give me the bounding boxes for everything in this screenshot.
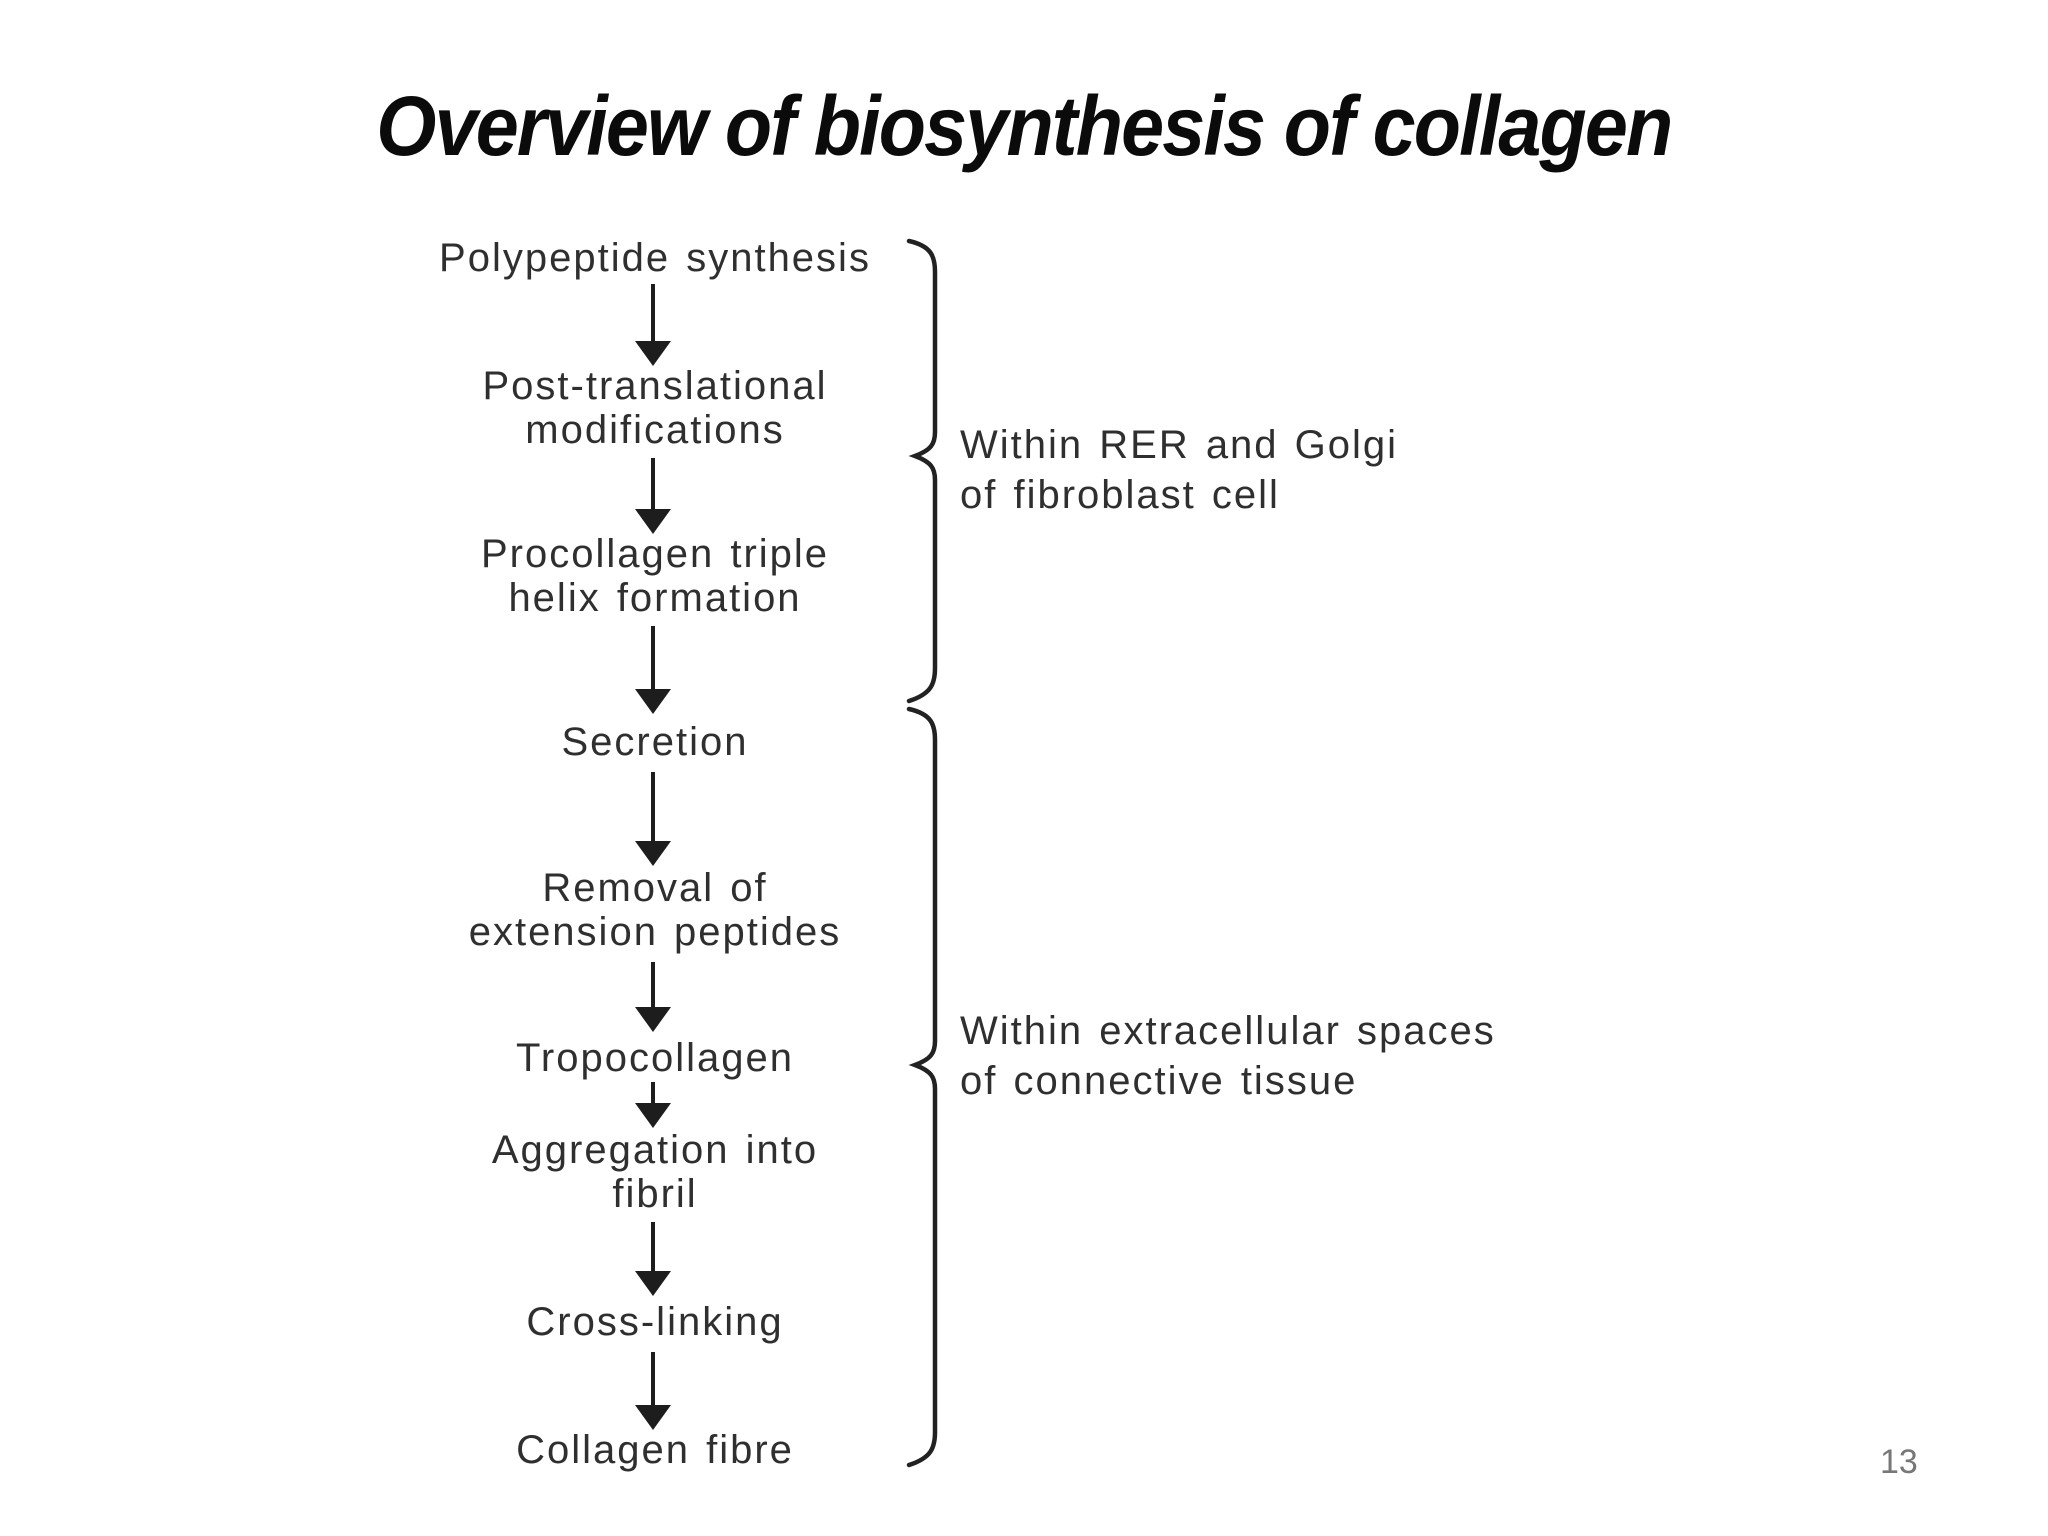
- step-label: Polypeptide synthesis: [439, 236, 871, 280]
- step-label: Procollagen triple: [480, 532, 830, 576]
- step-tropocollagen: Tropocollagen: [395, 1036, 915, 1080]
- down-arrow-icon: [635, 1222, 671, 1296]
- arrow-shaft: [651, 284, 655, 344]
- step-label: helix formation: [508, 576, 802, 620]
- step-polypeptide-synthesis: Polypeptide synthesis: [395, 236, 915, 280]
- step-label: modifications: [525, 408, 785, 452]
- slide-title-text: Overview of biosynthesis of collagen: [376, 79, 1673, 173]
- brace-label-line: Within extracellular spaces: [960, 1009, 1496, 1053]
- step-label: extension peptides: [468, 910, 842, 954]
- arrow-head: [635, 1271, 671, 1296]
- arrow-head: [635, 689, 671, 714]
- step-procollagen-triple-helix-formation: Procollagen triple helix formation: [395, 532, 915, 620]
- down-arrow-icon: [635, 626, 671, 714]
- arrow-head: [635, 841, 671, 866]
- curly-brace-extracellular: [903, 706, 947, 1468]
- arrow-shaft: [651, 772, 655, 844]
- down-arrow-icon: [635, 458, 671, 534]
- arrow-shaft: [651, 458, 655, 512]
- down-arrow-icon: [635, 1352, 671, 1430]
- step-label: Cross-linking: [526, 1300, 784, 1344]
- brace-label-extracellular: Within extracellular spaces of connectiv…: [960, 1006, 1496, 1106]
- brace-label-line: Within RER and Golgi: [960, 423, 1399, 467]
- down-arrow-icon: [635, 284, 671, 366]
- step-label: Tropocollagen: [515, 1036, 794, 1080]
- arrow-shaft: [651, 626, 655, 692]
- brace-label-line: of fibroblast cell: [960, 473, 1280, 517]
- page-number: 13: [1880, 1443, 1918, 1481]
- arrow-head: [635, 509, 671, 534]
- step-label: Collagen fibre: [516, 1428, 794, 1472]
- arrow-head: [635, 341, 671, 366]
- step-label: Secretion: [561, 720, 749, 764]
- arrow-shaft: [651, 1222, 655, 1274]
- arrow-head: [635, 1405, 671, 1430]
- step-label: fibril: [612, 1172, 698, 1216]
- arrow-shaft: [651, 962, 655, 1010]
- curly-brace-rer-golgi: [903, 238, 947, 704]
- step-label: Removal of: [542, 866, 768, 910]
- step-aggregation-into-fibril: Aggregation into fibril: [395, 1128, 915, 1216]
- arrow-head: [635, 1007, 671, 1032]
- brace-label-rer-golgi: Within RER and Golgi of fibroblast cell: [960, 420, 1398, 520]
- step-label: Aggregation into: [491, 1128, 819, 1172]
- step-cross-linking: Cross-linking: [395, 1300, 915, 1344]
- step-secretion: Secretion: [395, 720, 915, 764]
- step-post-translational-modifications: Post-translational modifications: [395, 364, 915, 452]
- step-collagen-fibre: Collagen fibre: [395, 1428, 915, 1472]
- down-arrow-icon: [635, 962, 671, 1032]
- brace-label-line: of connective tissue: [960, 1059, 1358, 1103]
- arrow-head: [635, 1103, 671, 1128]
- step-label: Post-translational: [482, 364, 828, 408]
- slide-title: Overview of biosynthesis of collagen: [0, 76, 2048, 186]
- arrow-shaft: [651, 1082, 655, 1106]
- step-removal-of-extension-peptides: Removal of extension peptides: [395, 866, 915, 954]
- down-arrow-icon: [635, 772, 671, 866]
- down-arrow-icon: [635, 1082, 671, 1128]
- arrow-shaft: [651, 1352, 655, 1408]
